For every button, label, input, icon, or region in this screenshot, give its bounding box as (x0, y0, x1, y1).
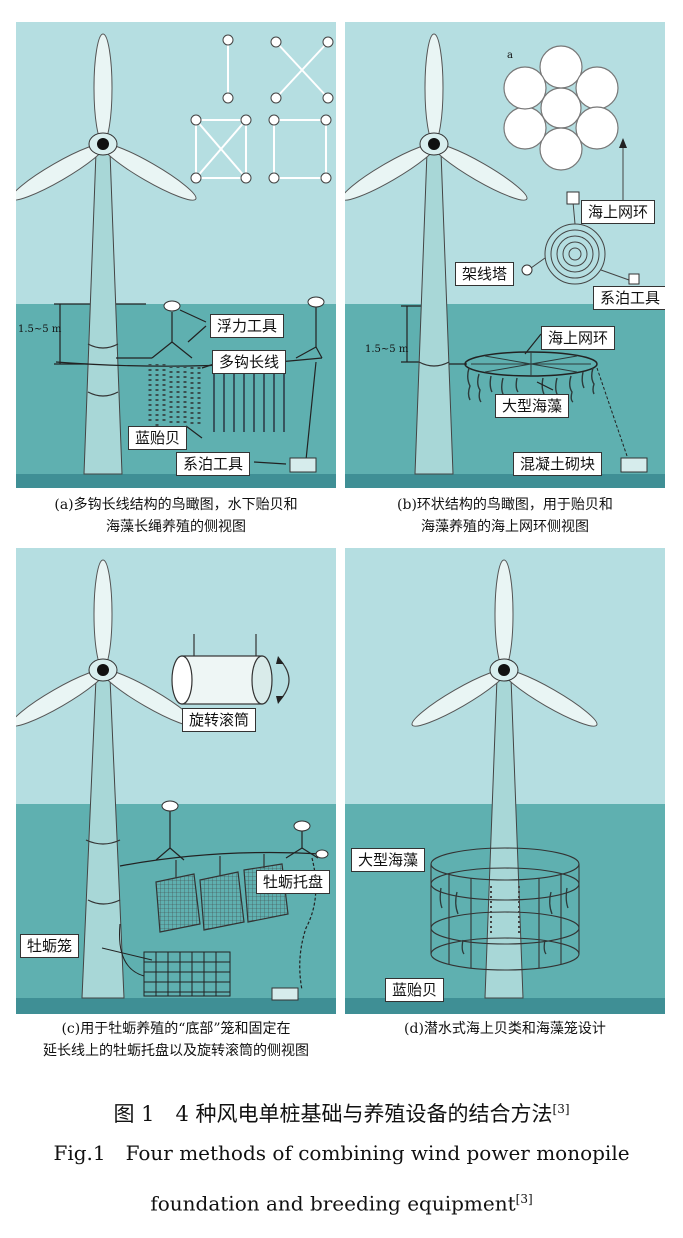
tower-label: 架线塔 (455, 262, 515, 286)
mussel-label: 蓝贻贝 (385, 978, 445, 1002)
panel-c-caption-line1: (c)用于牡蛎养殖的“底部”笼和固定在 (61, 1021, 291, 1037)
tray-label: 牡蛎托盘 (256, 870, 331, 894)
figure-title-en-ref: [3] (515, 1192, 533, 1206)
depth-label: 1.5~5 m (18, 324, 62, 335)
block-label: 混凝土砌块 (513, 452, 603, 476)
corner-mark: a (507, 50, 513, 61)
figure-title-cn-ref: [3] (552, 1102, 570, 1116)
figure-title-en-line2-text: foundation and breeding equipment (150, 1191, 516, 1216)
panel-d-illustration (345, 559, 665, 1014)
panel-d-caption-line1: (d)潜水式海上贝类和海藻笼设计 (404, 1021, 606, 1037)
longline-label: 多钩长线 (212, 350, 287, 374)
figure-title-en-line1-text: Fig.1 Four methods of combining wind pow… (53, 1141, 630, 1165)
panel-c-caption-line2: 延长线上的牡蛎托盘以及旋转滚筒的侧视图 (43, 1043, 309, 1059)
ring-top-label: 海上网环 (581, 200, 656, 224)
panel-c-caption: (c)用于牡蛎养殖的“底部”笼和固定在 延长线上的牡蛎托盘以及旋转滚筒的侧视图 (4, 1018, 348, 1062)
mooring-label: 系泊工具 (176, 452, 251, 476)
ring-side-label: 海上网环 (541, 326, 616, 350)
figure-title-en-line2: foundation and breeding equipment[3] (0, 1184, 683, 1219)
seaweed-label: 大型海藻 (351, 848, 426, 872)
panel-c-illustration (16, 559, 336, 1014)
mooring-label: 系泊工具 (593, 286, 665, 310)
panel-b-caption-line1: (b)环状结构的鸟瞰图，用于贻贝和 (397, 497, 613, 513)
panel-a-illustration (16, 33, 336, 488)
panel-d-caption: (d)潜水式海上贝类和海藻笼设计 (345, 1018, 665, 1040)
figure-title-en-line1: Fig.1 Four methods of combining wind pow… (0, 1138, 683, 1168)
panel-a-caption: (a)多钩长线结构的鸟瞰图，水下贻贝和 海藻长绳养殖的侧视图 (16, 494, 336, 538)
panel-d: 大型海藻 蓝贻贝 (345, 548, 665, 1014)
float-label: 浮力工具 (210, 314, 285, 338)
panel-b-caption-line2: 海藻养殖的海上网环侧视图 (421, 519, 589, 535)
panel-a-caption-line1: (a)多钩长线结构的鸟瞰图，水下贻贝和 (54, 497, 298, 513)
panel-b: a 海上网环 架线塔 系泊工具 1.5~5 m 海上网环 大型海藻 混凝土砌块 (345, 22, 665, 488)
figure-title-cn-text: 图 1 4 种风电单桩基础与养殖设备的结合方法 (113, 1102, 553, 1126)
panel-b-illustration (345, 33, 665, 488)
panel-b-caption: (b)环状结构的鸟瞰图，用于贻贝和 海藻养殖的海上网环侧视图 (345, 494, 665, 538)
panel-a-caption-line2: 海藻长绳养殖的侧视图 (106, 519, 246, 535)
panel-c: 旋转滚筒 牡蛎托盘 牡蛎笼 (16, 548, 336, 1014)
depth-label: 1.5~5 m (365, 344, 409, 355)
mussel-label: 蓝贻贝 (128, 426, 188, 450)
figure-title-cn: 图 1 4 种风电单桩基础与养殖设备的结合方法[3] (0, 1094, 683, 1129)
seaweed-label: 大型海藻 (495, 394, 570, 418)
panel-a: 1.5~5 m 浮力工具 多钩长线 蓝贻贝 系泊工具 (16, 22, 336, 488)
drum-label: 旋转滚筒 (182, 708, 257, 732)
cage-label: 牡蛎笼 (20, 934, 80, 958)
